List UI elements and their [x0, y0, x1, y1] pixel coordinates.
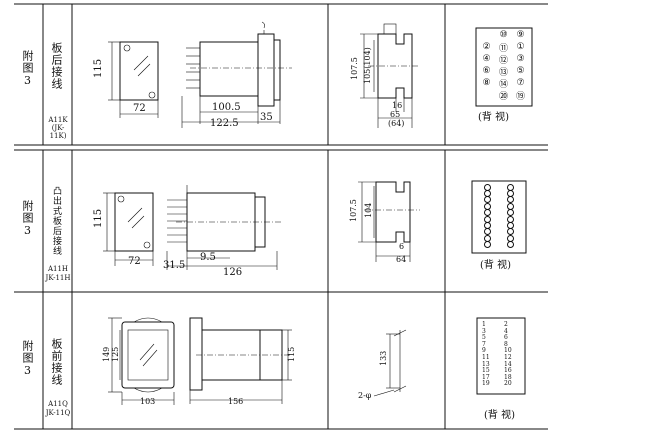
terminal-number: 17: [482, 373, 490, 381]
terminal-number: 2: [504, 321, 508, 328]
row2-ref-label: 附图3: [21, 200, 34, 238]
row1-side-len3: 35: [260, 112, 273, 123]
terminal: ⑳: [498, 91, 508, 102]
row1-front-view: [108, 41, 159, 118]
row2-side-len1: 9.5: [200, 252, 216, 263]
terminal-number: 9: [482, 347, 486, 355]
row2-cut-h1: 107.5: [349, 199, 358, 222]
row2-front-view: [103, 192, 154, 266]
terminal: ③: [516, 54, 525, 64]
terminal: ⑲: [515, 91, 525, 102]
row2-cut-w2: 64: [396, 255, 406, 264]
row1-cut-h1: 107.5: [350, 57, 359, 80]
row3-terminal-col-right: 2 4 6 8 10 12 14 16 18 20: [504, 321, 522, 388]
table-frame: [14, 3, 548, 430]
row3-back-view-label: (背 视): [484, 410, 515, 421]
row2-back-view: [471, 180, 527, 254]
terminal-number: 20: [504, 380, 512, 388]
terminal-number: 19: [482, 380, 490, 388]
row2-model: A11H: [47, 265, 69, 273]
terminal: ①: [516, 42, 525, 52]
terminal: ⑭: [498, 79, 508, 90]
row3-back-view: [476, 317, 526, 395]
row1-side-len1: 100.5: [212, 102, 241, 113]
row3-side-len: 156: [228, 397, 243, 406]
row1-cutout-view: [360, 23, 420, 128]
row1-wiring-label: 板后接线: [50, 42, 63, 90]
row3-model: A11Q: [48, 400, 68, 408]
row1-height-dim: 115: [93, 59, 104, 78]
row2-side-offset: 31.5: [163, 260, 185, 271]
row3-cut-hole: 2-φ: [358, 391, 372, 400]
row2-model-sub: JK-11H: [45, 274, 71, 282]
row3-side-height: 115: [287, 347, 296, 362]
row1-side-view: [181, 21, 292, 128]
terminal: ⑤: [516, 66, 525, 76]
row1-side-len2: 122.5: [210, 118, 239, 129]
terminal-number: 11: [482, 353, 490, 361]
terminal-number: 4: [504, 327, 508, 335]
row1-model: A11K: [48, 116, 68, 124]
terminal: ②: [482, 42, 491, 52]
row1-model-sub: (JK-11K): [49, 124, 67, 140]
row1-cut-w2: 65: [390, 110, 400, 119]
row1-back-view-label: (背 视): [478, 112, 509, 123]
terminal: ⑨: [516, 30, 525, 40]
terminal-dot: [484, 241, 491, 249]
terminal-number: 18: [504, 373, 512, 381]
row1-cut-w1: 16: [392, 101, 402, 110]
terminal: ⑩: [499, 30, 508, 40]
terminal: ⑧: [482, 78, 491, 88]
terminal: ⑪: [498, 43, 508, 54]
terminal-number: 6: [504, 334, 508, 342]
terminal-number: 5: [482, 334, 486, 342]
terminal-number: 10: [504, 347, 512, 355]
row3-cut-h: 133: [379, 351, 388, 366]
terminal-dot: [507, 241, 514, 249]
row3-height1-dim: 149: [102, 347, 111, 362]
row3-front-view: [108, 317, 175, 405]
row2-terminal-grid: [476, 183, 522, 249]
row2-back-view-label: (背 视): [480, 260, 511, 271]
terminal: ⑦: [516, 78, 525, 88]
terminal-number: 7: [482, 340, 486, 348]
row2-cut-w1: 6: [399, 242, 404, 251]
row1-cut-h2: 105(104): [363, 47, 372, 84]
row2-wiring-label: 凸出式板后接线: [51, 186, 61, 256]
row2-side-len2: 126: [223, 267, 242, 278]
row2-height-dim: 115: [93, 209, 104, 228]
row3-model-sub: JK-11Q: [45, 409, 71, 417]
terminal-number: 3: [482, 327, 486, 335]
terminal: ④: [482, 54, 491, 64]
row1-width-dim: 72: [133, 103, 146, 114]
row1-back-view: [475, 27, 533, 107]
row2-cut-h2: 104: [364, 203, 373, 218]
terminal: ⑬: [498, 67, 508, 78]
terminal-number: 12: [504, 353, 512, 361]
row1-cut-w3: (64): [388, 119, 404, 128]
row3-wiring-label: 板前接线: [50, 338, 63, 386]
row1-terminal-grid: ⑩ ⑨ ② ⑪ ① ④ ⑫ ③ ⑥ ⑬ ⑤ ⑧ ⑭ ⑦ ⑳ ⑲: [478, 29, 530, 103]
terminal: ⑥: [482, 66, 491, 76]
row3-terminal-col-left: 1 3 5 7 9 11 13 15 17 19: [482, 321, 498, 388]
row3-ref-label: 附图3: [21, 340, 34, 378]
terminal-number: 13: [482, 360, 490, 368]
row3-cutout-view: [373, 329, 407, 397]
terminal-number: 16: [504, 367, 512, 375]
row3-width-dim: 103: [140, 397, 155, 406]
row2-width-dim: 72: [128, 256, 141, 267]
terminal-number: 14: [504, 360, 512, 368]
row1-ref-label: 附图3: [21, 50, 34, 88]
terminal-number: 1: [482, 321, 486, 328]
row3-height2-dim: 125: [111, 347, 120, 362]
terminal: ⑫: [498, 55, 508, 66]
terminal-number: 8: [504, 340, 508, 348]
terminal-number: 15: [482, 367, 490, 375]
row2-cutout-view: [358, 181, 420, 262]
row3-side-view: [189, 317, 292, 404]
row2-side-view: [166, 185, 282, 270]
